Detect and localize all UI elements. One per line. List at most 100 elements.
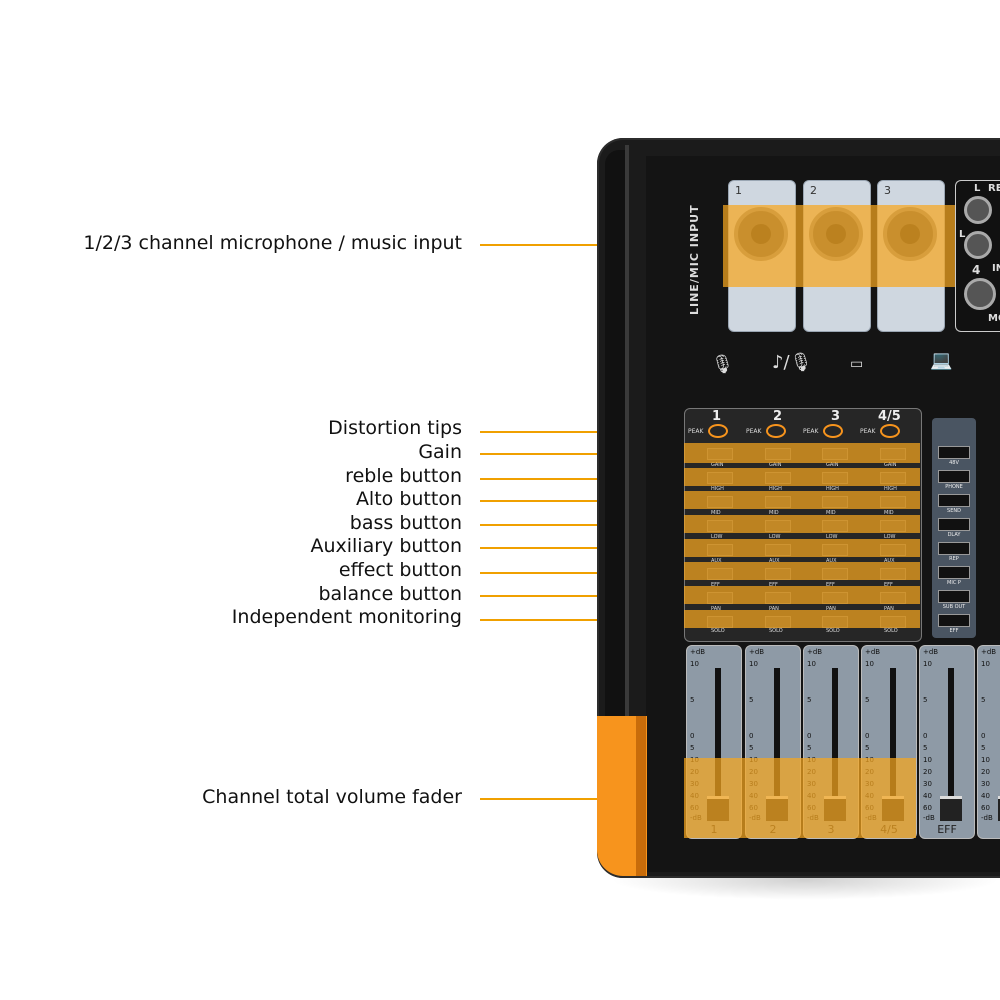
eq-button-label: EFF	[769, 582, 778, 588]
fader-scale-mark: 40	[923, 792, 932, 800]
fader-knob[interactable]	[940, 796, 962, 821]
eq-button-label: MID	[711, 510, 721, 516]
label-alto: Alto button	[355, 488, 462, 510]
leader-bass	[480, 524, 706, 526]
peak-led-icon	[823, 424, 843, 438]
fader-scale-mark: 5	[981, 744, 986, 752]
input-bay-number: 3	[884, 184, 891, 197]
line-mic-input-label: LINE/MIC INPUT	[688, 204, 701, 315]
fader-scale-mark: 0	[749, 732, 754, 740]
function-button[interactable]	[938, 446, 970, 459]
fader-scale-mark: 40	[981, 792, 990, 800]
function-button-label: 48V	[949, 460, 959, 466]
fader-scale-mark: +dB	[981, 648, 997, 656]
fader-scale-mark: 10	[690, 660, 699, 668]
peak-led-icon	[880, 424, 900, 438]
function-button[interactable]	[938, 542, 970, 555]
leader-monitor	[480, 619, 706, 621]
eq-button-label: HIGH	[884, 486, 897, 492]
channel-number: 4/5	[878, 409, 901, 424]
function-button[interactable]	[938, 566, 970, 579]
eq-button-label: PAN	[826, 606, 836, 612]
jack-label-in: IN	[992, 263, 1000, 274]
label-fader: Channel total volume fader	[202, 786, 462, 808]
fader-scale-mark: +dB	[807, 648, 823, 656]
jack-panel: L RE L 4 IN MO	[955, 180, 1000, 332]
eq-button-label: HIGH	[711, 486, 724, 492]
peak-led-icon	[766, 424, 786, 438]
eq-button-label: SOLO	[884, 628, 898, 634]
function-button-label: MIC P	[947, 580, 961, 586]
treble-highlight	[684, 468, 920, 486]
aux-highlight	[684, 539, 920, 557]
eq-button-label: AUX	[711, 558, 722, 564]
fader-scale-mark: -dB	[923, 814, 935, 822]
eq-button-label: AUX	[826, 558, 837, 564]
function-button[interactable]	[938, 590, 970, 603]
function-button-label: REP	[949, 556, 959, 562]
function-button-label: SUB OUT	[942, 604, 966, 610]
eq-button-label: GAIN	[884, 462, 897, 468]
input-bay-number: 2	[810, 184, 817, 197]
fader-scale-mark: 0	[981, 732, 986, 740]
fader-scale-mark: 10	[923, 756, 932, 764]
fader-scale-mark: +dB	[749, 648, 765, 656]
label-bass: bass button	[349, 512, 462, 534]
eq-button-label: LOW	[769, 534, 781, 540]
eq-button-label: SOLO	[711, 628, 725, 634]
fader-scale-mark: 5	[807, 696, 812, 704]
fader-scale-mark: 10	[923, 660, 932, 668]
fader-channel-label: EFF	[937, 823, 957, 836]
eq-button-label: MID	[884, 510, 894, 516]
eq-button-label: EFF	[884, 582, 893, 588]
function-button-label: EFF	[949, 628, 959, 634]
usb-computer-icon: 💻	[930, 350, 953, 371]
eq-button-label: GAIN	[826, 462, 839, 468]
fader-scale-mark: 0	[690, 732, 695, 740]
channel-number: 2	[773, 409, 783, 424]
eq-button-label: GAIN	[711, 462, 724, 468]
fader-knob[interactable]	[998, 796, 1000, 821]
fader-scale-mark: 5	[865, 744, 870, 752]
quarter-inch-jack-icon[interactable]	[964, 278, 996, 310]
bass-highlight	[684, 515, 920, 533]
fader-scale-mark: +dB	[923, 648, 939, 656]
fader-scale-mark: 60	[981, 804, 990, 812]
fader-scale-mark: 5	[865, 696, 870, 704]
eq-button-label: LOW	[826, 534, 838, 540]
peak-label: PEAK	[688, 428, 704, 435]
rca-jack-icon[interactable]	[964, 196, 992, 224]
jack-label-4: 4	[972, 263, 981, 277]
function-button[interactable]	[938, 614, 970, 627]
rca-jack-icon[interactable]	[964, 231, 992, 259]
fader-scale-mark: 10	[865, 660, 874, 668]
fader-channel-label: O	[978, 823, 1000, 836]
leader-gain	[480, 453, 706, 455]
eq-button-label: AUX	[884, 558, 895, 564]
function-button[interactable]	[938, 494, 970, 507]
eq-button-label: HIGH	[769, 486, 782, 492]
keyboard-icon: ▭	[850, 356, 864, 372]
label-mic-input: 1/2/3 channel microphone / music input	[83, 232, 462, 254]
label-balance: balance button	[318, 583, 462, 605]
function-button[interactable]	[938, 470, 970, 483]
eq-button-label: LOW	[711, 534, 723, 540]
fader-scale-mark: 0	[807, 732, 812, 740]
function-button-label: SEND	[947, 508, 961, 514]
eq-button-label: LOW	[884, 534, 896, 540]
eq-button-label: EFF	[711, 582, 720, 588]
label-effect: effect button	[338, 559, 462, 581]
fader-scale-mark: 10	[981, 756, 990, 764]
eq-button-label: PAN	[884, 606, 894, 612]
eq-button-label: PAN	[769, 606, 779, 612]
channel-number: 3	[831, 409, 841, 424]
fader-scale-mark: 5	[981, 696, 986, 704]
fader-scale-mark: +dB	[690, 648, 706, 656]
monitor-highlight	[684, 610, 920, 628]
function-button[interactable]	[938, 518, 970, 531]
eq-button-label: GAIN	[769, 462, 782, 468]
fader-track	[774, 668, 780, 816]
fader-scale-mark: 5	[923, 744, 928, 752]
